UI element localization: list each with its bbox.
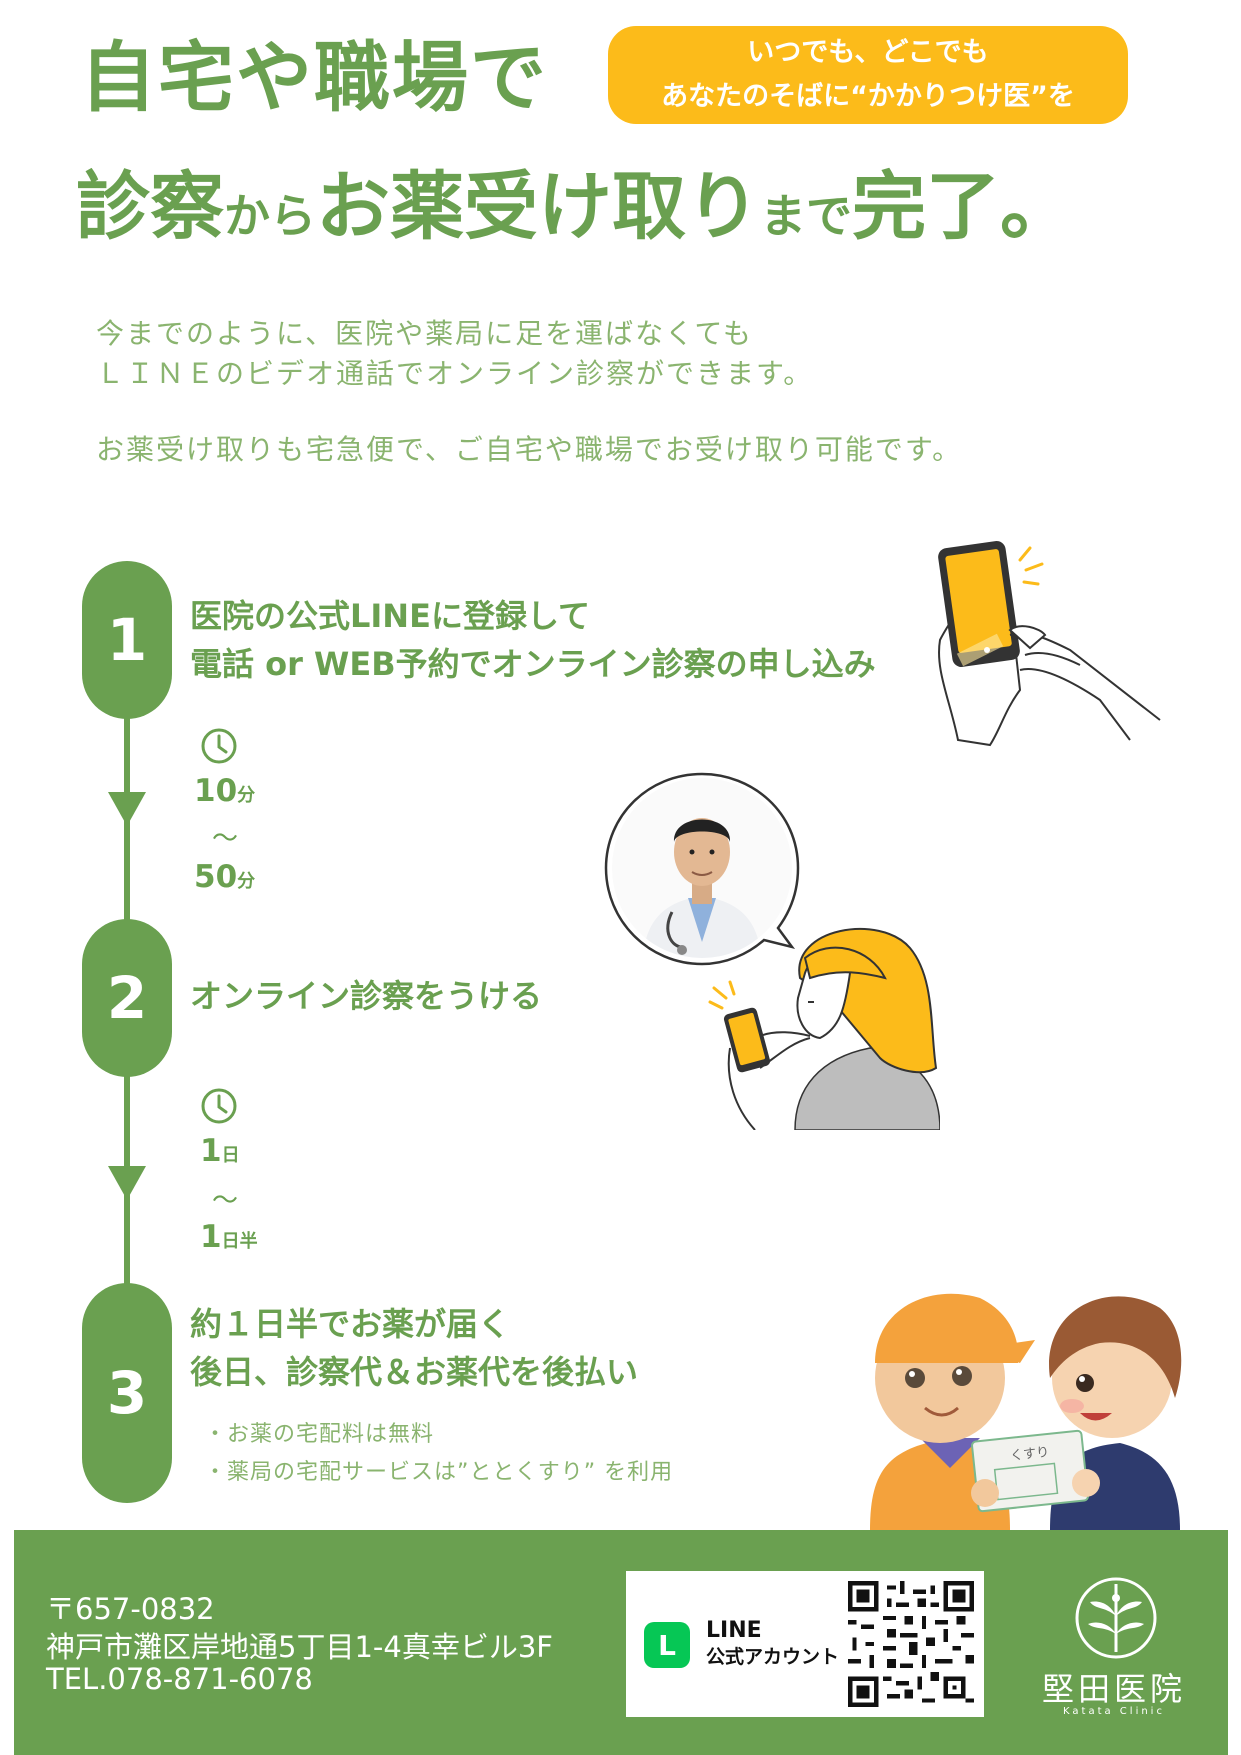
clock-icon (201, 1088, 237, 1124)
line-label: LINE (706, 1618, 762, 1643)
step1-text: 医院の公式LINEに登録して 電話 or WEB予約でオンライン診察の申し込み (190, 592, 876, 688)
arrow-down-icon (108, 792, 146, 826)
clinic-name-en: Katata Clinic (1063, 1706, 1165, 1717)
headline-word-okusuri: お薬受け取り (316, 164, 760, 250)
address: 神戸市灘区岸地通5丁目1-4真幸ビル3F (46, 1630, 553, 1664)
duration1-from: 10分 (194, 773, 256, 809)
step1-line1: 医院の公式LINEに登録して (190, 597, 590, 635)
step3-note1: ・お薬の宅配料は無料 (204, 1422, 435, 1447)
package-label: くすり (1010, 1445, 1050, 1464)
intro-line2: ＬＩＮＥのビデオ通話でオンライン診察ができます。 (96, 357, 814, 390)
step-number-3: 3 (82, 1283, 172, 1503)
tagline-line1: いつでも、どこでも (747, 37, 989, 68)
intro-line3: お薬受け取りも宅急便で、ご自宅や職場でお受け取り可能です。 (96, 433, 963, 466)
headline-word-kara: から (224, 189, 316, 243)
footer-band (14, 1530, 1228, 1755)
line-official-label: 公式アカウント (706, 1646, 840, 1668)
step1-line2: 電話 or WEB予約でオンライン診察の申し込み (190, 645, 876, 683)
step3-text: 約１日半でお薬が届く 後日、診察代＆お薬代を後払い (190, 1300, 638, 1396)
step3-note2: ・薬局の宅配サービスは”ととくすり” を利用 (204, 1460, 674, 1485)
step2-line1: オンライン診察をうける (190, 977, 543, 1015)
delivery-illustration: くすり (870, 1293, 1182, 1530)
step2-text: オンライン診察をうける (190, 972, 542, 1020)
step3-line1: 約１日半でお薬が届く (190, 1305, 511, 1343)
step3-line2: 後日、診察代＆お薬代を後払い (190, 1353, 639, 1391)
phone-hand-illustration (938, 541, 1161, 747)
duration2-to: 1日半 (200, 1219, 258, 1255)
clock-icon (201, 728, 237, 764)
step-number-1: 1 (82, 561, 172, 719)
clinic-logo-icon (1075, 1577, 1157, 1659)
intro-line1: 今までのように、医院や薬局に足を運ばなくても (96, 317, 753, 350)
clinic-name: 堅田医院 (1041, 1670, 1186, 1708)
duration1-sep: 〜 (212, 824, 239, 854)
headline-line2: 診察からお薬受け取りまで完了。 (76, 170, 1074, 244)
arrow-down-icon (108, 1166, 146, 1200)
duration2-sep: 〜 (212, 1186, 239, 1216)
woman-phone-illustration (708, 927, 940, 1130)
line-logo-icon: L (644, 1622, 690, 1668)
headline-word-made: まで (760, 189, 852, 243)
duration1-to: 50分 (194, 859, 256, 895)
postal-code: 〒657-0832 (46, 1592, 215, 1626)
headline-line1: 自宅や職場で (80, 33, 548, 122)
duration2-from: 1日 (200, 1133, 240, 1169)
headline-word-shinsatsu: 診察 (76, 164, 224, 250)
tagline-line2: あなたのそばに“かかりつけ医”を (661, 81, 1075, 112)
qr-code-icon[interactable] (848, 1581, 974, 1707)
tagline-badge: いつでも、どこでも あなたのそばに“かかりつけ医”を (608, 26, 1128, 124)
doctor-bubble-illustration (604, 772, 800, 966)
phone-number: TEL.078-871-6078 (46, 1662, 313, 1696)
step-number-2: 2 (82, 919, 172, 1077)
headline-word-kanryo: 完了。 (852, 164, 1074, 250)
